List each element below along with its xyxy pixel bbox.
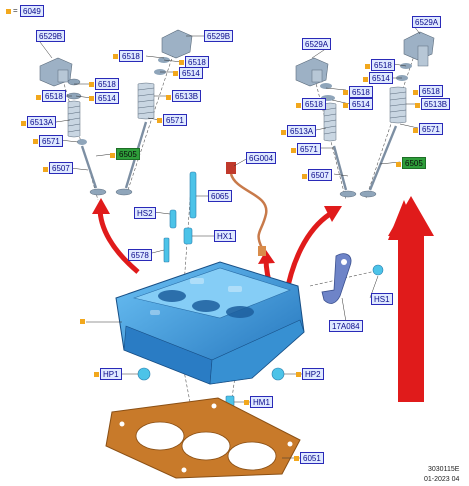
callout-marker [43,167,48,172]
label-hs1: HS1 [371,293,393,305]
label-6514-d: 6514 [349,98,373,110]
label-6571-a: 6571 [163,114,187,126]
red-arrow-left-head [92,198,110,214]
callout-marker [110,153,115,158]
label-6505-right: 6505 [402,157,426,169]
left-valve-train [39,29,193,196]
label-6518-e: 6518 [371,59,395,71]
callout-marker [413,128,418,133]
label-6529a-right: 6529A [412,16,442,28]
callout-marker [179,60,184,65]
bracket [321,253,352,304]
label-6529b-right: 6529B [204,30,234,42]
label-6529a-left: 6529A [302,38,332,50]
callout-marker [296,103,301,108]
callout-marker [294,456,299,461]
callout-marker [363,77,368,82]
label-6514-a: 6514 [179,67,203,79]
label-6513b-right: 6513B [421,98,451,110]
callout-marker [113,54,118,59]
figure-date: 01-2023 04 [424,476,460,483]
callout-marker [157,118,162,123]
label-6514-b: 6514 [95,92,119,104]
label-6507-left: 6507 [49,162,73,174]
temperature-sensor-wire [226,162,268,256]
label-hs2: HS2 [134,207,156,219]
legend-code: 6049 [20,5,44,17]
label-hp2: HP2 [302,368,324,380]
callout-marker [89,82,94,87]
callout-marker [291,148,296,153]
label-6505-left: 6505 [116,148,140,160]
red-arrow-mid-head [258,250,275,264]
cylinder-head [115,261,305,385]
label-6571-b: 6571 [39,135,63,147]
red-arrow-right-head [324,206,342,222]
callout-marker [343,103,348,108]
red-arrow-right [283,211,332,297]
label-6518-a: 6518 [119,50,143,62]
label-hx1: HX1 [214,230,236,242]
callout-marker [166,95,171,100]
label-17a084: 17A084 [329,320,363,332]
callout-marker [302,174,307,179]
callout-marker [415,103,420,108]
label-6514-c: 6514 [369,72,393,84]
label-6507-right: 6507 [308,169,332,181]
label-6065: 6065 [208,190,232,202]
callout-marker [33,139,38,144]
label-6529b-left: 6529B [36,30,66,42]
label-hm1: HM1 [250,396,273,408]
callout-marker [296,372,301,377]
label-6518-c: 6518 [95,78,119,90]
bolts [137,171,384,407]
callout-marker [89,96,94,101]
figure-code: 3030115E [428,466,460,473]
legend-swatch [6,9,11,14]
callout-marker [343,90,348,95]
red-arrow-large-body [388,196,434,402]
label-6518-g: 6518 [302,98,326,110]
callout-marker [173,71,178,76]
callout-marker [21,121,26,126]
legend-equals: = [13,6,18,15]
callout-marker [365,64,370,69]
callout-marker [244,400,249,405]
callout-marker [94,372,99,377]
callout-marker [36,95,41,100]
callout-marker [396,162,401,167]
label-6513a-left: 6513A [27,116,57,128]
label-6571-c: 6571 [419,123,443,135]
label-hp1: HP1 [100,368,122,380]
head-gasket [105,397,301,479]
label-6518-d: 6518 [42,90,66,102]
right-valve-train [295,31,435,198]
red-arrow-left [97,207,140,274]
label-6513b-left: 6513B [172,90,202,102]
label-6578: 6578 [128,249,152,261]
callout-marker [281,130,286,135]
callout-marker [413,90,418,95]
label-6518-h: 6518 [419,85,443,97]
label-6518-f: 6518 [349,86,373,98]
label-6571-d: 6571 [297,143,321,155]
label-6g004: 6G004 [246,152,277,164]
label-6051: 6051 [300,452,324,464]
label-6513a-right: 6513A [287,125,317,137]
callout-marker-cylinder-head [80,319,85,324]
